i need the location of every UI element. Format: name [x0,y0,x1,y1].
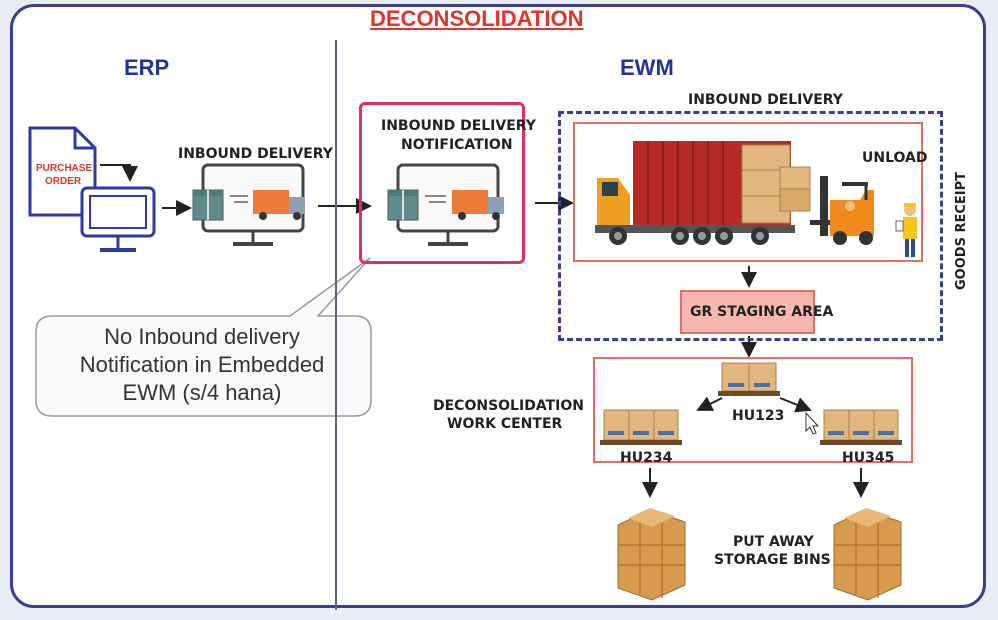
mouse-pointer-icon [805,411,820,435]
storage-bins-right-icon [833,508,902,601]
ewm-inbound-delivery-label: INBOUND DELIVERY [688,92,843,108]
hu123-label: HU123 [732,408,785,424]
gr-staging-area-label: GR STAGING AREA [690,304,834,320]
ewm-notification-monitor-icon [387,163,504,246]
worker-icon [895,203,917,257]
gr-staging-area-box: GR STAGING AREA [680,290,833,334]
unload-box [573,122,923,262]
ewm-header: EWM [620,55,674,80]
hu123-pallet-icon [718,362,780,396]
purchase-order-label-line2: ORDER [45,176,82,187]
unload-label: UNLOAD [862,150,928,166]
callout-line-1: No Inbound delivery [104,324,300,349]
diagram-title: DECONSOLIDATION [370,6,584,31]
erp-ewm-divider [335,40,337,610]
forklift-icon [810,176,874,245]
decon-work-center-line2: WORK CENTER [447,416,563,432]
hu234-label: HU234 [620,450,673,466]
hu234-pallet-icon [600,409,682,445]
goods-receipt-label: GOODS RECEIPT [954,172,969,290]
truck-icon [595,141,795,245]
storage-bins-left-icon [617,508,686,601]
put-away-label-line2: STORAGE BINS [714,552,831,568]
callout-text: No Inbound delivery Notification in Embe… [36,323,368,407]
callout-line-3: EWM (s/4 hana) [122,380,282,405]
decon-work-center-line1: DECONSOLIDATION [433,398,584,414]
hu345-label: HU345 [842,450,895,466]
purchase-order-label-line1: PURCHASE [36,163,93,174]
purchase-order-icon [28,126,156,252]
erp-delivery-monitor-icon [192,163,305,246]
put-away-label-line1: PUT AWAY [733,534,814,550]
erp-header: ERP [124,55,170,80]
hu345-pallet-icon [820,409,902,445]
notification-label-line2: NOTIFICATION [401,137,513,153]
erp-inbound-delivery-label: INBOUND DELIVERY [178,146,333,162]
deconsolidation-box [593,357,913,463]
notification-highlight-box [359,102,525,264]
notification-label-line1: INBOUND DELIVERY [381,118,536,134]
goods-receipt-box [558,111,943,341]
callout-line-2: Notification in Embedded [79,352,325,377]
unloaded-boxes-icon [779,166,811,212]
callout-bubble [35,257,372,417]
